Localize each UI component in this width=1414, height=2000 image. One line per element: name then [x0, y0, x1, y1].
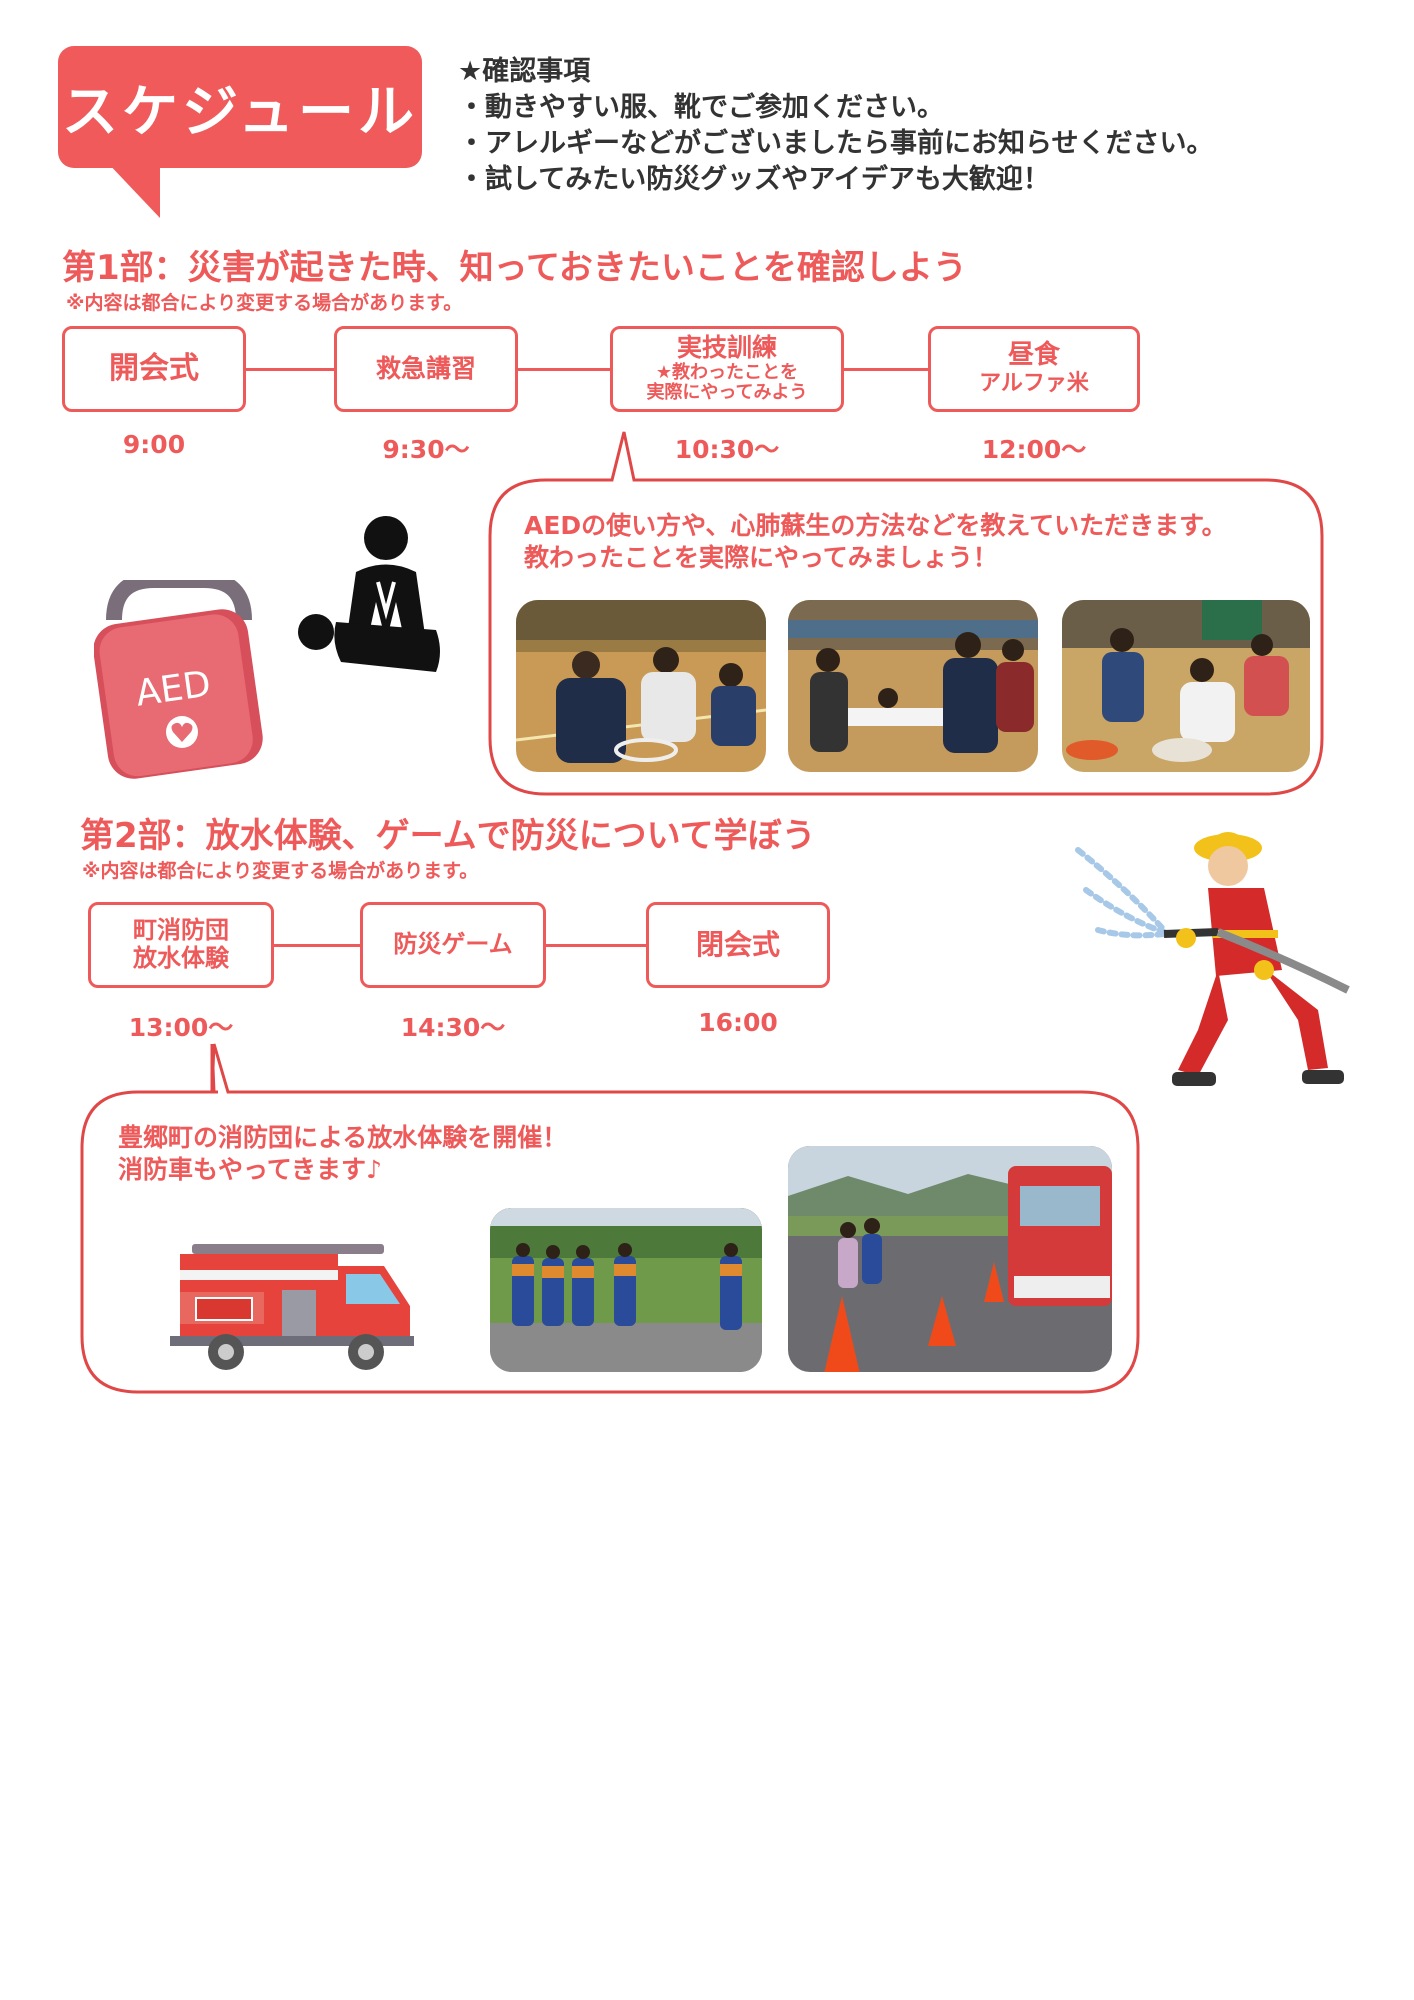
step-time: 10:30〜	[674, 435, 780, 464]
bubble-line: AEDの使い方や、心肺蘇生の方法などを教えていただきます。	[524, 511, 1227, 540]
step-label: 実技訓練	[676, 332, 777, 362]
fire-truck-icon	[170, 1244, 414, 1370]
notes-title: ★確認事項	[458, 56, 591, 87]
step-label: 町消防団 放水体験	[133, 916, 229, 972]
step-sub: ★教わったことを 実際にやってみよう	[646, 361, 808, 404]
aed-icon: AED	[94, 580, 263, 779]
note-item: ・アレルギーなどがございましたら事前にお知らせください。	[458, 128, 1214, 159]
part2-bubble-text: 豊郷町の消防団による放水体験を開催！ 消防車もやってきます♪	[118, 1122, 567, 1186]
bubble-line: 豊郷町の消防団による放水体験を開催！	[118, 1123, 568, 1152]
fire-engine-photo	[788, 1146, 1112, 1372]
step-opening: 開会式	[62, 326, 246, 412]
part1-bubble-text: AEDの使い方や、心肺蘇生の方法などを教えていただきます。 教わったことを実際に…	[524, 510, 1227, 574]
cpr-photo-1	[516, 600, 766, 772]
step-disaster-game: 防災ゲーム	[360, 902, 546, 988]
firefighter-icon	[1075, 832, 1350, 1086]
step-time: 14:30〜	[400, 1013, 506, 1042]
bubble-line: 消防車もやってきます♪	[118, 1155, 382, 1184]
note-item: ・動きやすい服、靴でご参加ください。	[458, 92, 944, 123]
step-label: 閉会式	[695, 927, 780, 961]
step-first-aid: 救急講習	[334, 326, 518, 412]
cpr-photo-3	[1062, 600, 1310, 772]
step-label: 救急講習	[375, 353, 476, 383]
step-practice: 実技訓練 ★教わったことを 実際にやってみよう	[610, 326, 844, 412]
step-time: 9:00	[122, 430, 186, 459]
part2-timeline-line	[270, 944, 830, 947]
badge-tail	[105, 160, 160, 218]
note-item: ・試してみたい防災グッズやアイデアも大歓迎！	[458, 164, 1050, 195]
step-water-discharge: 町消防団 放水体験	[88, 902, 274, 988]
firefighters-photo	[490, 1208, 762, 1372]
cpr-photo-2	[788, 600, 1038, 772]
notes: ★確認事項 ・動きやすい服、靴でご参加ください。 ・アレルギーなどがございました…	[458, 54, 1213, 198]
part2-note: ※内容は都合により変更する場合があります。	[82, 860, 479, 882]
bubble-line: 教わったことを実際にやってみましょう！	[524, 543, 998, 572]
cpr-icon	[298, 516, 440, 672]
step-label: 開会式	[109, 350, 199, 386]
step-sub: アルファ米	[979, 371, 1089, 397]
part2-title: 第2部：放水体験、ゲームで防災について学ぼう	[80, 816, 816, 856]
part1-note: ※内容は都合により変更する場合があります。	[66, 292, 463, 314]
step-time: 12:00〜	[981, 435, 1087, 464]
schedule-badge: スケジュール	[58, 46, 422, 168]
step-closing: 閉会式	[646, 902, 830, 988]
step-label: 昼食	[1007, 340, 1060, 371]
step-time: 16:00	[698, 1008, 778, 1037]
step-time: 13:00〜	[128, 1013, 234, 1042]
step-time: 9:30〜	[382, 435, 470, 464]
part1-title: 第1部：災害が起きた時、知っておきたいことを確認しよう	[62, 248, 967, 288]
step-label: 防災ゲーム	[393, 930, 513, 959]
step-lunch: 昼食 アルファ米	[928, 326, 1140, 412]
